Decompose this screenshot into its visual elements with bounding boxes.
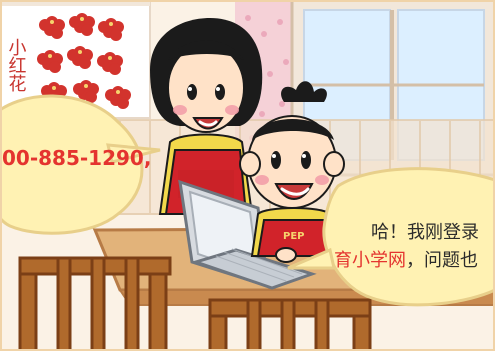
chairs xyxy=(18,256,372,351)
shirt-label: PEP xyxy=(283,231,305,242)
bubble-right-highlight: 育小学网 xyxy=(334,250,406,271)
speech-bubble-right: 哈！我刚登录 育小学网，问题也 xyxy=(287,167,495,307)
laptop xyxy=(178,179,317,290)
boy-character: PEP xyxy=(239,81,345,263)
chair-right xyxy=(208,298,372,351)
girl-character xyxy=(150,18,263,215)
poster-title: 小红花 xyxy=(6,38,27,92)
chair-left xyxy=(18,256,172,351)
bubble-left-text: 00-885-1290, xyxy=(2,146,151,170)
bubble-right-rest: ，问题也 xyxy=(406,250,478,271)
bubble-right-line1: 哈！我刚登录 xyxy=(371,222,479,243)
bubble-right-line2: 育小学网，问题也 xyxy=(334,250,478,271)
speech-bubble-left: 00-885-1290, xyxy=(0,94,161,235)
